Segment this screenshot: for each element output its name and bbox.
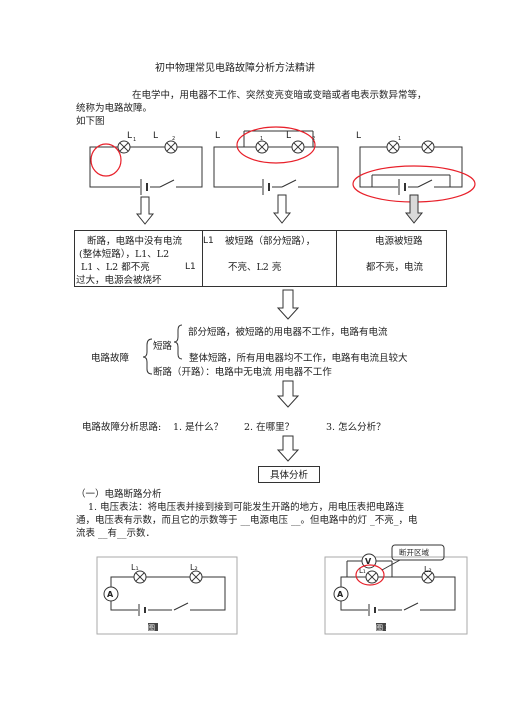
fig1-ammeter-label: A [107,590,114,599]
lamp-icon [133,570,147,584]
box2-line2b: 不亮、L2 亮 [228,262,282,273]
box3-line2: 都不亮，电流 [366,262,424,273]
intro-line3: 如下图 [76,116,105,127]
fig1-lamp1-label: L₁ [131,563,139,572]
fig2-caption: 图 2 [376,624,390,632]
lamp-icon [255,140,269,154]
approach-step2: 2. 在哪里？ [244,422,295,433]
c2-lamp1-label: L [215,131,221,141]
fig2-voltmeter-label: V [365,557,372,566]
c2-lamp2-label: L [286,131,292,141]
result-box-open-circuit: 断路，电路中没有电流 (整体短路），L1、L2 L1 、L2 都不亮 过大，电源… [74,230,203,287]
c3-lamp-label: L [356,131,362,141]
fig2-lamp2-label: L₂ [424,565,432,574]
section1-p1: 1. 电压表法：将电压表并接到接到可能发生开路的地方，用电压表把电路连 [88,502,405,513]
lamp-icon [117,140,131,154]
analysis-box-label: 具体分析 [270,470,309,481]
result-box-partial-short: L1 被短路（部分短路）， L1 不亮、L2 亮 [185,230,337,287]
result-box-source-short: 电源被短路 都不亮，电流 [337,230,447,287]
fig1-lamp2-label: L₂ [190,563,198,572]
box2-line1a: L1 [203,236,214,246]
intro-line2: 统称为电路故障。 [76,103,153,114]
ammeter-icon [103,586,119,602]
box1-line4: 过大，电源会被烧坏 [76,275,162,286]
lamp-icon [164,140,178,154]
lamp-icon [189,570,203,584]
c2-lamp1-sub: 1 [260,136,264,142]
approach-step1: 1. 是什么？ [173,422,224,433]
fig1-caption: 图 1 [148,624,162,632]
partial-short-desc: 部分短路，被短路的用电器不工作，电路有电流 [188,327,388,338]
box1-line1: 断路，电路中没有电流 [87,236,183,247]
circuit-diagrams-top [89,126,476,225]
page-title: 初中物理常见电路故障分析方法精讲 [155,63,315,74]
section1-heading: （一）电路断路分析 [76,489,162,500]
fig2-ammeter-label: A [337,590,344,599]
lamp-icon [365,570,379,584]
approach-label: 电路故障分析思路: [82,422,162,433]
c3-lamp-sub: 1 [398,136,402,142]
open-circuit-desc: 断路（开路）：电路中无电流 用电器不工作 [153,367,332,378]
box2-line2a: L1 [185,262,196,272]
ammeter-icon [333,586,349,602]
section1-p2: 通，电压表有示数，而且它的示数等于 __电源电压 __。但电路中的灯 _不亮_，… [76,515,418,526]
c2-lamp2-sub: 2 [312,136,316,142]
fault-root-label: 电路故障 [91,353,130,364]
box2-line1b: 被短路（部分短路）， [225,236,316,247]
whole-short-desc: 整体短路，所有用电器均不工作，电路有电流且较大 [189,353,408,364]
fig2-lamp1-label: L₁ [359,567,366,575]
lamp-icon [421,570,435,584]
c1-lamp2-sub: 2 [172,136,176,142]
section1-p3: 流表 __有__示数． [76,528,156,539]
box1-line2: (整体短路），L1、L2 [79,249,170,260]
box3-line1: 电源被短路 [375,236,423,247]
intro-line1: 在电学中，用电器不工作、突然变亮变暗或变暗或者电表示数异常等， [132,90,427,101]
approach-step3: 3. 怎么分析？ [326,422,386,433]
short-label: 短路 [153,341,173,352]
fig2-note: 断开区域 [399,548,429,557]
c1-lamp2-label: L [153,131,159,141]
analysis-box: 具体分析 [258,466,320,483]
c1-lamp1-sub: 1 [133,137,137,143]
box1-line3: L1 、L2 都不亮 [81,262,150,273]
voltmeter-icon [361,553,377,569]
c1-lamp1-label: L [127,131,133,141]
lamp-icon [421,140,435,154]
lamp-icon [291,140,305,154]
lamp-icon [386,140,400,154]
